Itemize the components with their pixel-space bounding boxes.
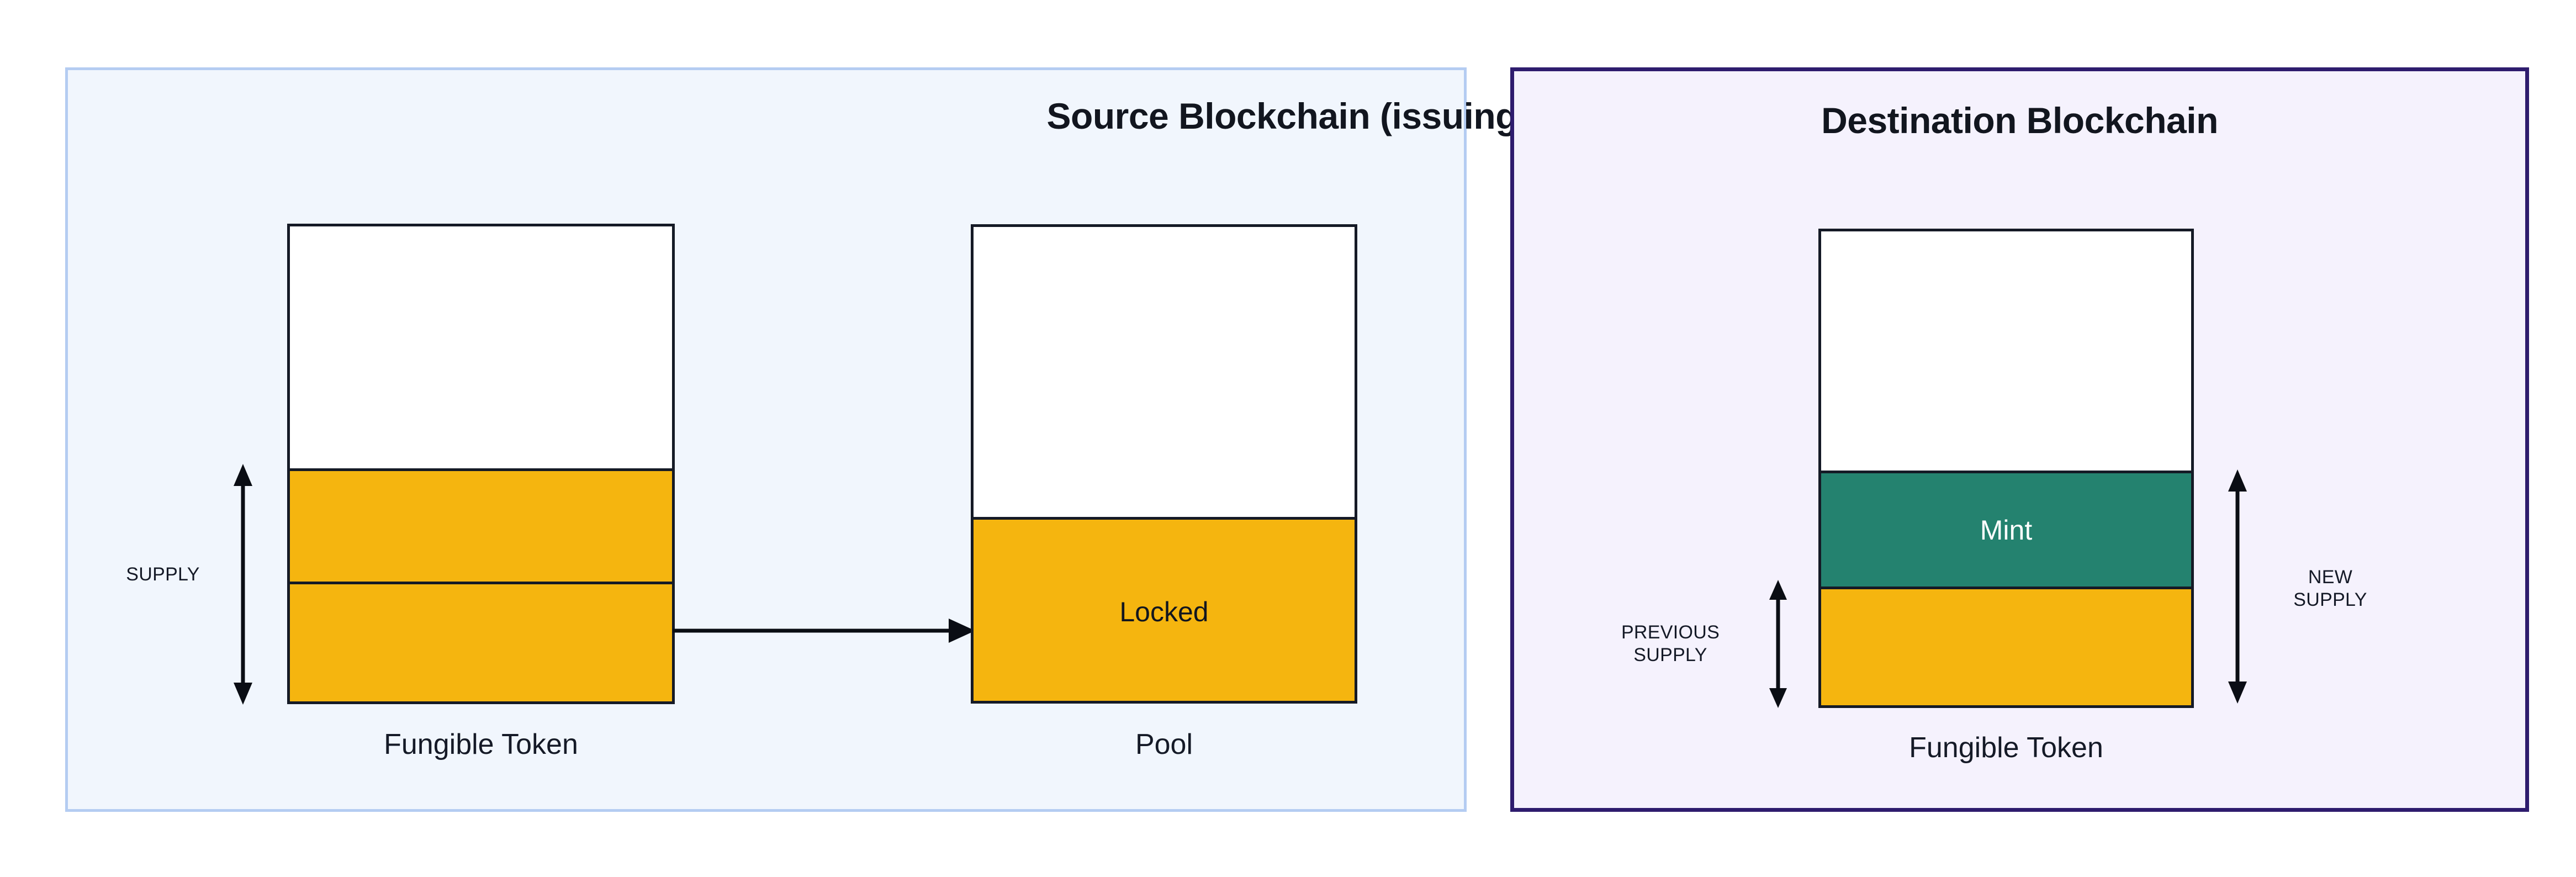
destination-token-segment-mint: Mint (1821, 471, 2191, 587)
lock-transfer-arrow (673, 619, 975, 643)
destination-fungible-token-bar: Mint (1818, 229, 2194, 708)
source-fungible-token-caption: Fungible Token (384, 728, 578, 760)
source-panel-title: Source Blockchain (issuing) (1046, 96, 1530, 136)
supply-measure-arrow (234, 464, 252, 705)
source-fungible-token-bar (287, 224, 675, 704)
source-token-segment-supply-upper (290, 468, 672, 582)
pool-segment-locked: Locked (974, 517, 1355, 701)
destination-token-segment-previous-supply (1821, 587, 2191, 705)
destination-fungible-token-caption: Fungible Token (1909, 732, 2103, 764)
previous-supply-measure-arrow (1769, 580, 1787, 708)
destination-panel-title: Destination Blockchain (1821, 100, 2218, 141)
pool-bar: Locked (971, 224, 1357, 704)
pool-caption: Pool (1135, 728, 1193, 760)
destination-token-segment-mint-label: Mint (1980, 514, 2033, 546)
pool-segment-locked-label: Locked (1119, 596, 1209, 627)
new-supply-measure-arrow (2228, 469, 2247, 704)
new-supply-measure-label: NEW SUPPLY (2293, 567, 2367, 611)
source-token-segment-supply-lower (290, 582, 672, 701)
previous-supply-measure-label: PREVIOUS SUPPLY (1621, 622, 1720, 666)
supply-measure-label: SUPPLY (126, 564, 200, 585)
